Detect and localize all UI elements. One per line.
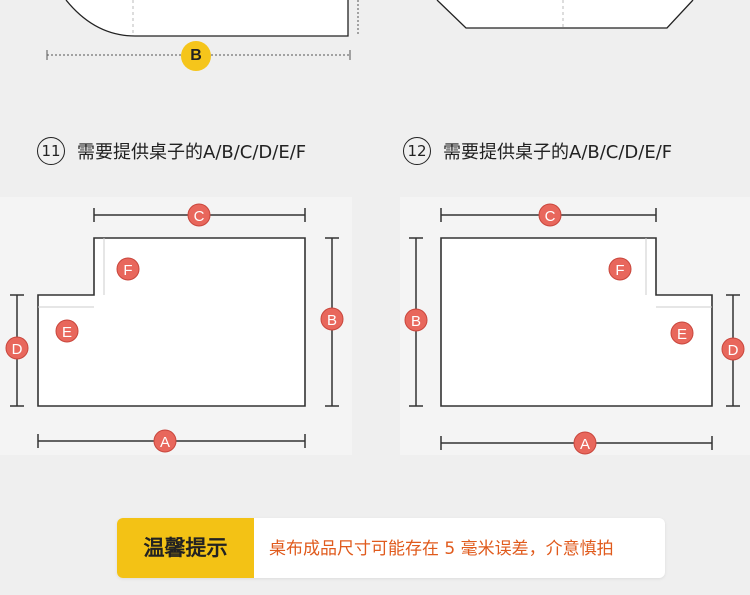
label-e: E	[677, 326, 687, 343]
marker-f: F	[608, 257, 632, 281]
marker-f: F	[116, 257, 140, 281]
marker-e: E	[670, 321, 694, 345]
label-b: B	[411, 313, 421, 330]
tip-title: 温馨提示	[117, 518, 254, 578]
caption-text: 需要提供桌子的A/B/C/D/E/F	[443, 142, 673, 163]
top-shapes	[46, 0, 694, 60]
caption-12: 12 需要提供桌子的A/B/C/D/E/F	[403, 137, 672, 165]
label-b-badge: B	[181, 41, 211, 71]
table-outline	[440, 237, 713, 407]
marker-c: C	[187, 203, 211, 227]
marker-e: E	[55, 319, 79, 343]
marker-a: A	[573, 431, 597, 455]
marker-d: D	[5, 336, 29, 360]
marker-c: C	[538, 203, 562, 227]
octagon-table-outline	[436, 0, 694, 29]
marker-b: B	[320, 307, 344, 331]
l-shape-right-diagram: .dim2{stroke:#333;stroke-width:1.5;} .ed…	[404, 203, 745, 455]
label-e: E	[62, 324, 72, 341]
label-d: D	[12, 341, 23, 358]
caption-text: 需要提供桌子的A/B/C/D/E/F	[77, 142, 307, 163]
label-f: F	[615, 262, 624, 279]
l-shape-left-diagram: .dim{stroke:#333;stroke-width:1.5;} .edg…	[5, 203, 344, 453]
label-a: A	[160, 434, 170, 451]
diagram-11: .dim{stroke:#333;stroke-width:1.5;} .edg…	[0, 197, 352, 455]
marker-d: D	[721, 337, 745, 361]
table-outline	[37, 237, 306, 407]
step-number: 12	[403, 137, 431, 165]
warm-tip-box: 温馨提示 桌布成品尺寸可能存在 5 毫米误差，介意慎拍	[117, 518, 665, 578]
caption-11: 11 需要提供桌子的A/B/C/D/E/F	[37, 137, 306, 165]
label-d: D	[728, 342, 739, 359]
label-f: F	[123, 262, 132, 279]
tip-text: 桌布成品尺寸可能存在 5 毫米误差，介意慎拍	[269, 539, 614, 559]
round-table-outline	[65, 0, 349, 37]
label-c: C	[545, 208, 556, 225]
marker-b: B	[404, 308, 428, 332]
label-c: C	[194, 208, 205, 225]
marker-a: A	[153, 429, 177, 453]
step-number: 11	[37, 137, 65, 165]
diagram-12: .dim2{stroke:#333;stroke-width:1.5;} .ed…	[400, 197, 750, 455]
label-b: B	[327, 312, 337, 329]
label-a: A	[580, 436, 590, 453]
